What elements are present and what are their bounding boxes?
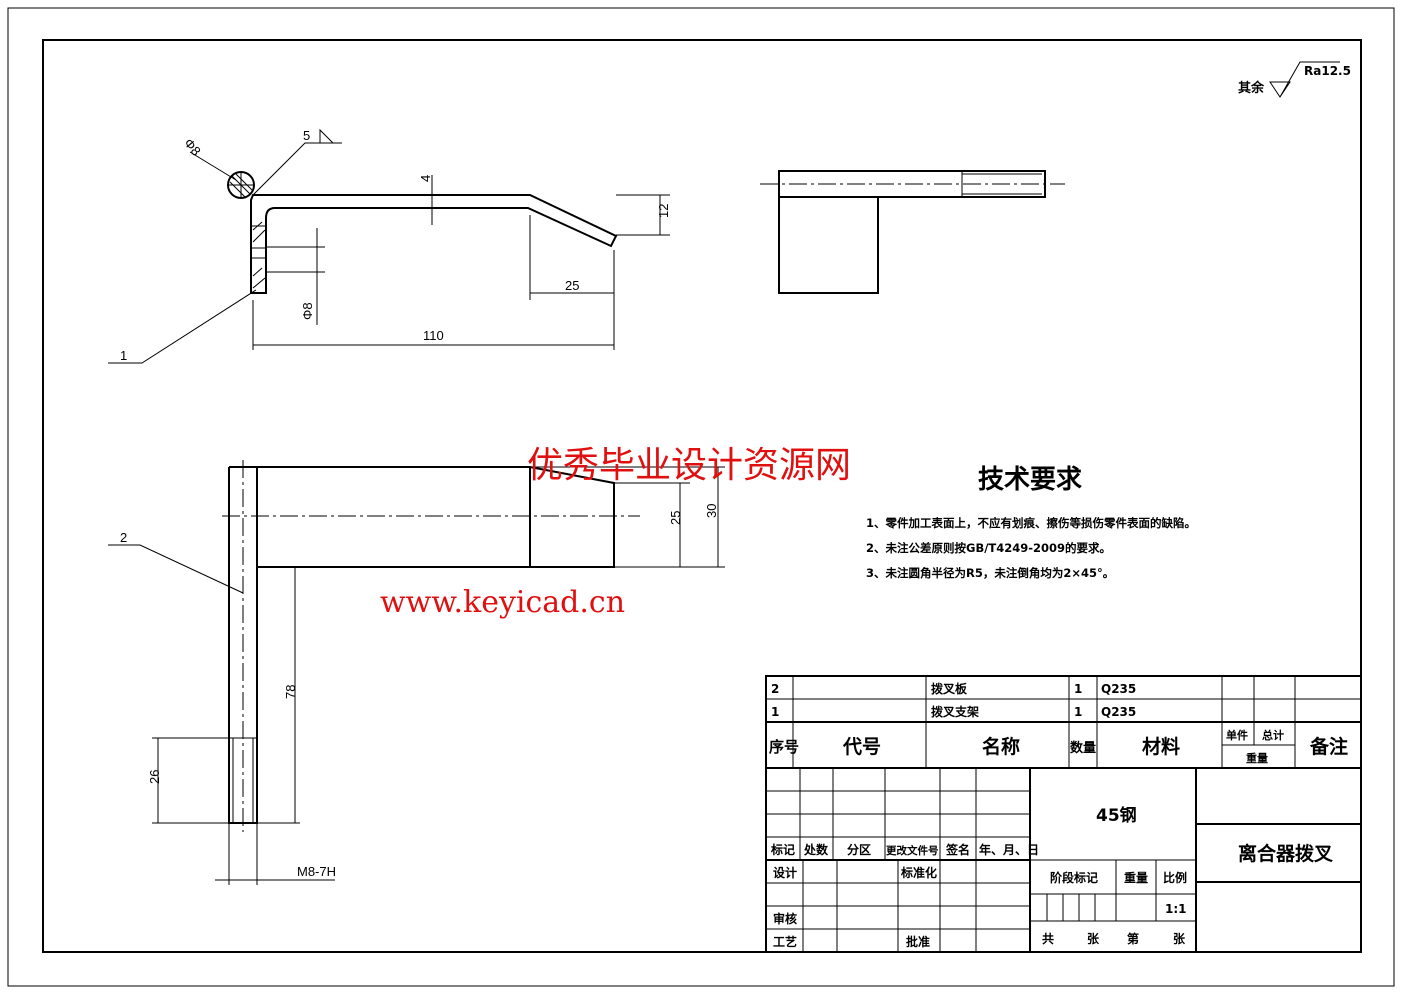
dim-w30: 30: [704, 504, 719, 518]
dim-w25: 25: [668, 511, 683, 525]
rev-zone: 分区: [847, 842, 871, 857]
process-label: 工艺: [773, 934, 797, 949]
tech-item: 1、零件加工表面上，不应有划痕、擦伤等损伤零件表面的缺陷。: [866, 516, 1196, 530]
weight-label: 重量: [1124, 870, 1148, 885]
hdr-remark: 备注: [1309, 735, 1348, 758]
dim-thick: 4: [418, 175, 433, 182]
dim-rod-diameter: Φ8: [181, 135, 204, 158]
bom-no: 1: [771, 705, 779, 719]
bom-no: 2: [771, 682, 779, 696]
tech-title: 技术要求: [978, 465, 1082, 495]
rev-sign: 签名: [945, 842, 970, 857]
dim-bend-len: 25: [565, 278, 579, 293]
hdr-total: 总计: [1262, 728, 1284, 742]
bom-material: Q235: [1101, 682, 1136, 696]
hdr-unit: 单件: [1226, 728, 1248, 742]
dim-hole: Φ8: [300, 302, 315, 320]
material-value: 45钢: [1096, 805, 1137, 826]
scale-label: 比例: [1163, 870, 1187, 885]
tech-item: 2、未注公差原则按GB/T4249-2009的要求。: [866, 541, 1111, 555]
rev-mark: 标记: [770, 842, 795, 857]
part-label-1: 1: [120, 348, 127, 363]
design-label: 设计: [773, 865, 797, 880]
top-view: 25 30 78 26 M8-7H 2: [108, 460, 725, 885]
sheets-total: 共: [1042, 931, 1054, 946]
bom-material: Q235: [1101, 705, 1136, 719]
scale-value: 1:1: [1165, 902, 1187, 916]
dim-l78: 78: [283, 685, 298, 699]
bent-plate-outline: [250, 194, 618, 294]
weld-size: 5: [303, 128, 310, 143]
dim-bend-h: 12: [656, 204, 671, 218]
bom-name: 拨叉板: [931, 681, 968, 696]
standardize-label: 标准化: [900, 865, 937, 880]
sheet-no: 第: [1127, 931, 1139, 946]
tech-requirements: 技术要求 1、零件加工表面上，不应有划痕、擦伤等损伤零件表面的缺陷。 2、未注公…: [866, 465, 1196, 580]
bom-qty: 1: [1074, 682, 1082, 696]
tech-item: 3、未注圆角半径为R5，未注倒角均为2×45°。: [866, 566, 1114, 580]
hdr-material: 材料: [1142, 735, 1180, 758]
hdr-weight: 重量: [1246, 751, 1268, 765]
hdr-no: 序号: [769, 738, 799, 756]
bom-qty: 1: [1074, 705, 1082, 719]
hdr-qty: 数量: [1070, 740, 1096, 756]
watermark-title: 优秀毕业设计资源网: [527, 445, 851, 486]
sheets-unit: 张: [1173, 931, 1186, 946]
part-label-2: 2: [120, 530, 127, 545]
hdr-code: 代号: [842, 736, 881, 758]
rev-docno: 更改文件号: [886, 844, 939, 857]
sheets-unit: 张: [1087, 931, 1100, 946]
bom-name: 拨叉支架: [931, 704, 979, 719]
stage-mark-label: 阶段标记: [1050, 870, 1098, 885]
dim-l26: 26: [147, 770, 162, 784]
front-view: 110 25 12 4 Φ8 Φ8 5 1: [108, 128, 671, 364]
drawing-frame: [42, 39, 1362, 953]
drawing-name: 离合器拨叉: [1238, 842, 1334, 865]
title-block: 2 拨叉板 1 Q235 1 拨叉支架 1 Q235 序号 代号 名称 数量 材…: [765, 675, 1362, 953]
review-label: 审核: [773, 911, 797, 926]
side-view: [760, 170, 1065, 294]
approve-label: 批准: [906, 934, 930, 949]
rev-count: 处数: [803, 842, 829, 857]
rev-date: 年、月、日: [979, 842, 1039, 857]
surface-finish-prefix: 其余: [1238, 80, 1265, 96]
outer-border: [7, 7, 1395, 987]
surface-finish-symbol: 其余 Ra12.5: [1238, 61, 1351, 98]
watermark-url: www.keyicad.cn: [380, 585, 625, 620]
surface-finish-value: Ra12.5: [1304, 64, 1351, 78]
dim-length: 110: [423, 328, 444, 343]
hdr-name: 名称: [982, 735, 1020, 758]
dim-thread: M8-7H: [297, 864, 336, 879]
